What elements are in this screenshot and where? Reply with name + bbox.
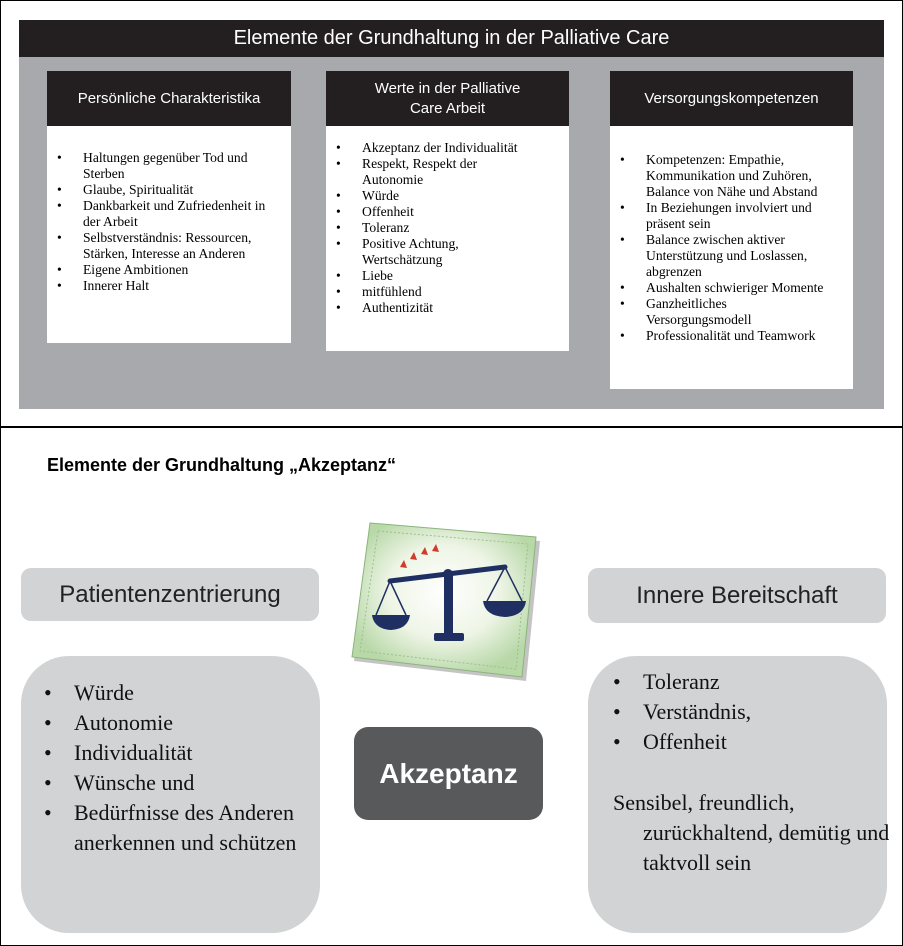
list-item: Toleranz [336,220,564,236]
list-item: Aushalten schwieriger Momente [620,280,850,296]
list-item: Respekt, Respekt der Autonomie [336,156,512,188]
list-item: Individualität [44,738,304,768]
right-heading: Innere Bereitschaft [588,568,886,623]
list-item: Innerer Halt [57,278,285,294]
list-item: Würde [336,188,564,204]
list-item: Kompetenzen: Empathie, Kommunikation und… [620,152,842,200]
column-competencies-heading: Versorgungskompetenzen [610,71,853,126]
column-competencies-list: Kompetenzen: Empathie, Kommunikation und… [620,152,850,344]
top-title: Elemente der Grundhaltung in der Palliat… [19,20,884,57]
list-item: Wünsche und [44,768,304,798]
list-item: Autonomie [44,708,304,738]
list-item: Offenheit [613,727,873,757]
column-values-list: Akzeptanz der Individualität Respekt, Re… [336,140,564,316]
section-divider [0,426,903,428]
bottom-title: Elemente der Grundhaltung „Akzeptanz“ [47,455,397,475]
list-item: Authentizität [336,300,564,316]
list-item: Verständnis, [613,697,873,727]
column-personal-list: Haltungen gegenüber Tod und Sterben Glau… [57,150,285,294]
list-item: Eigene Ambitionen [57,262,285,278]
list-item: Selbstverständnis: Ressourcen, Stärken, … [57,230,285,262]
list-item: Professionalität und Teamwork [620,328,850,344]
left-list: Würde Autonomie Individualität Wünsche u… [44,678,304,858]
list-item: In Beziehungen involviert und präsent se… [620,200,836,232]
list-item: Dankbarkeit und Zufriedenheit in der Arb… [57,198,285,230]
balance-scale-image [350,515,550,685]
right-list: Toleranz Verständnis, Offenheit [613,667,873,757]
list-item: Toleranz [613,667,873,697]
list-item: Akzeptanz der Individualität [336,140,564,156]
list-item: mitfühlend [336,284,564,300]
list-item: Glaube, Spiritualität [57,182,285,198]
list-item: Positive Achtung, Wertschätzung [336,236,482,268]
list-item: Haltungen gegenüber Tod und Sterben [57,150,285,182]
left-heading: Patientenzentrierung [21,568,319,621]
list-item: Ganzheitliches Versorgungsmodell [620,296,796,328]
list-item: Bedürfnisse des Anderen anerkennen und s… [44,798,304,858]
list-item: Balance zwischen aktiver Unterstützung u… [620,232,836,280]
list-item: Liebe [336,268,564,284]
list-item: Würde [44,678,304,708]
column-values-heading: Werte in der Palliative Care Arbeit [326,71,569,126]
list-item: Offenheit [336,204,564,220]
center-label: Akzeptanz [354,727,543,820]
column-personal-heading: Persönliche Charakteristika [47,71,291,126]
right-text: Sensibel, freundlich, zurückhaltend, dem… [613,790,890,875]
balance-scale-icon [351,522,540,681]
